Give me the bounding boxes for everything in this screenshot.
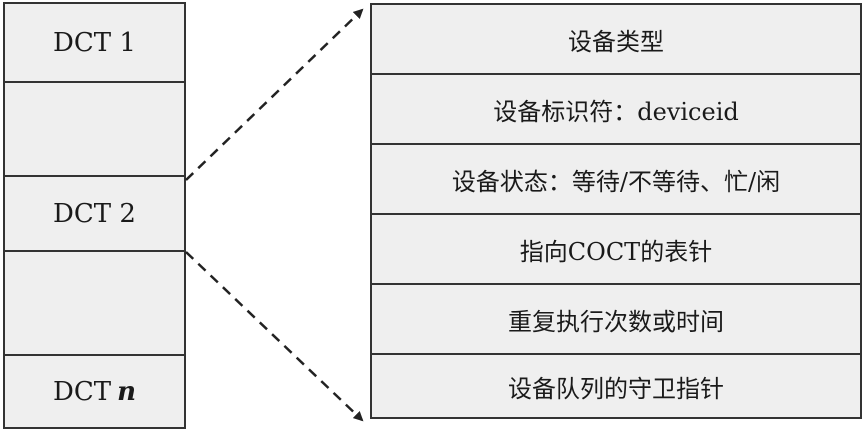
dct-2-cell: DCT 2 [5, 177, 184, 252]
dct-empty-cell-2 [5, 252, 184, 356]
field-device-state: 设备状态：等待/不等待、忙/闲 [372, 145, 860, 215]
field-device-id-label: 设备标识符：deviceid [493, 97, 739, 126]
field-retry-count-label: 重复执行次数或时间 [508, 307, 724, 336]
field-coct-pointer-label: 指向COCT的表针 [519, 237, 713, 266]
dashed-arrow-bottom [185, 251, 364, 422]
field-device-id: 设备标识符：deviceid [372, 75, 860, 145]
field-queue-guard-pointer: 设备队列的守卫指针 [372, 355, 860, 417]
field-retry-count: 重复执行次数或时间 [372, 285, 860, 355]
field-device-type: 设备类型 [372, 5, 860, 75]
field-device-state-label: 设备状态：等待/不等待、忙/闲 [451, 167, 781, 196]
dct-1-label: DCT 1 [53, 27, 136, 58]
dct-empty-cell-1 [5, 83, 184, 177]
field-device-type-label: 设备类型 [568, 27, 664, 56]
field-coct-pointer: 指向COCT的表针 [372, 215, 860, 285]
dct-n-label: DCT [53, 376, 112, 407]
dct-structure-table: 设备类型 设备标识符：deviceid 设备状态：等待/不等待、忙/闲 指向CO… [370, 3, 862, 419]
dct-2-label: DCT 2 [53, 198, 136, 229]
dct-1-cell: DCT 1 [5, 4, 184, 83]
dct-n-suffix: n [117, 376, 136, 407]
field-queue-guard-pointer-label: 设备队列的守卫指针 [508, 374, 724, 403]
dashed-arrow-top [185, 8, 364, 181]
